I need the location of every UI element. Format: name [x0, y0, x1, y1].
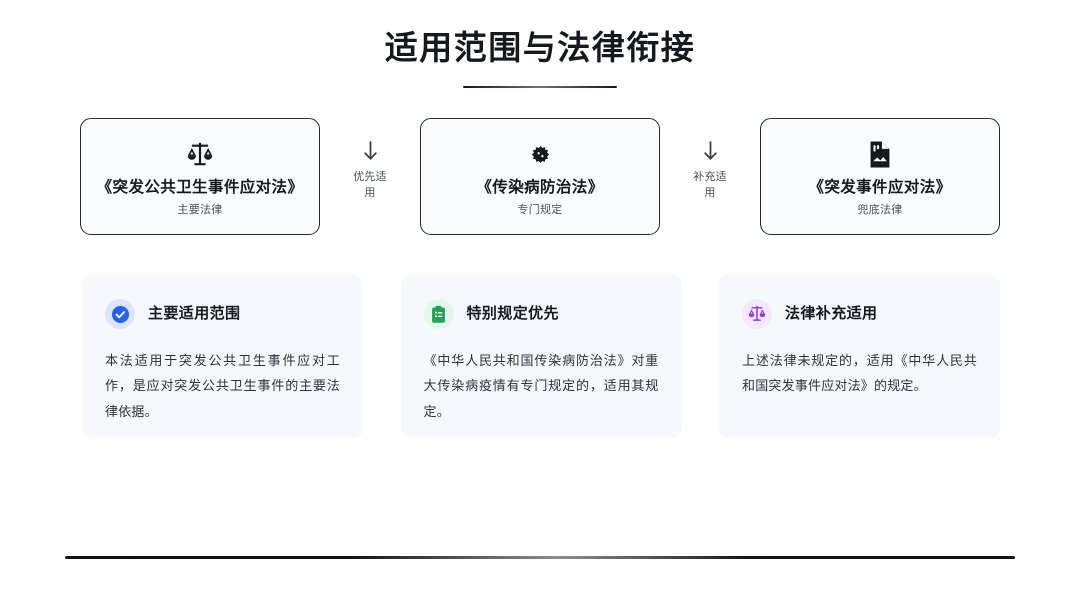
- connector-supplementary: 补充适用: [684, 118, 736, 238]
- law-card-name: 《突发事件应对法》: [808, 178, 952, 196]
- detail-card-header: 主要适用范围: [105, 299, 340, 329]
- connector-label: 补充适用: [693, 171, 727, 199]
- title-underline-divider: [463, 85, 617, 89]
- connector-label: 优先适用: [353, 171, 387, 199]
- law-chain-row: 《突发公共卫生事件应对法》 主要法律 优先适用 《传染病防治法》 专门: [80, 118, 1000, 238]
- connector-priority: 优先适用: [344, 118, 396, 238]
- detail-card-scope[interactable]: 主要适用范围 本法适用于突发公共卫生事件应对工作，是应对突发公共卫生事件的主要法…: [82, 275, 363, 438]
- footer-divider: [65, 556, 1015, 559]
- law-card-subtitle: 专门规定: [517, 204, 563, 217]
- arrow-down-icon: [362, 140, 379, 162]
- detail-card-body: 本法适用于突发公共卫生事件应对工作，是应对突发公共卫生事件的主要法律依据。: [105, 353, 340, 419]
- law-card-primary[interactable]: 《突发公共卫生事件应对法》 主要法律: [80, 118, 320, 235]
- detail-cards-row: 主要适用范围 本法适用于突发公共卫生事件应对工作，是应对突发公共卫生事件的主要法…: [82, 275, 1000, 438]
- clipboard-icon: [423, 299, 454, 329]
- scales-of-justice-icon: [185, 140, 215, 170]
- title-block: 适用范围与法律衔接: [0, 28, 1080, 89]
- detail-card-body: 《中华人民共和国传染病防治法》对重大传染病疫情有专门规定的，适用其规定。: [423, 353, 659, 419]
- scales-of-justice-icon: [742, 299, 772, 329]
- law-card-subtitle: 兜底法律: [857, 204, 903, 217]
- detail-card-header: 特别规定优先: [423, 299, 659, 329]
- detail-card-header: 法律补充适用: [742, 299, 977, 329]
- law-card-special[interactable]: 《传染病防治法》 专门规定: [420, 118, 660, 235]
- arrow-down-icon: [702, 140, 719, 162]
- page-title: 适用范围与法律衔接: [384, 29, 696, 66]
- law-card-subtitle: 主要法律: [177, 204, 223, 217]
- detail-card-body: 上述法律未规定的，适用《中华人民共和国突发事件应对法》的规定。: [742, 353, 977, 394]
- virus-icon: [527, 140, 554, 170]
- detail-card-title: 法律补充适用: [785, 305, 878, 322]
- detail-card-special-rule[interactable]: 特别规定优先 《中华人民共和国传染病防治法》对重大传染病疫情有专门规定的，适用其…: [400, 275, 682, 438]
- law-card-fallback[interactable]: 《突发事件应对法》 兜底法律: [760, 118, 1000, 235]
- document-icon: [867, 140, 893, 170]
- detail-card-title: 特别规定优先: [466, 305, 559, 322]
- law-card-name: 《突发公共卫生事件应对法》: [96, 178, 304, 196]
- detail-card-title: 主要适用范围: [148, 305, 241, 322]
- detail-card-supplementary-law[interactable]: 法律补充适用 上述法律未规定的，适用《中华人民共和国突发事件应对法》的规定。: [719, 275, 1000, 438]
- check-circle-icon: [105, 299, 135, 329]
- law-card-name: 《传染病防治法》: [476, 178, 604, 196]
